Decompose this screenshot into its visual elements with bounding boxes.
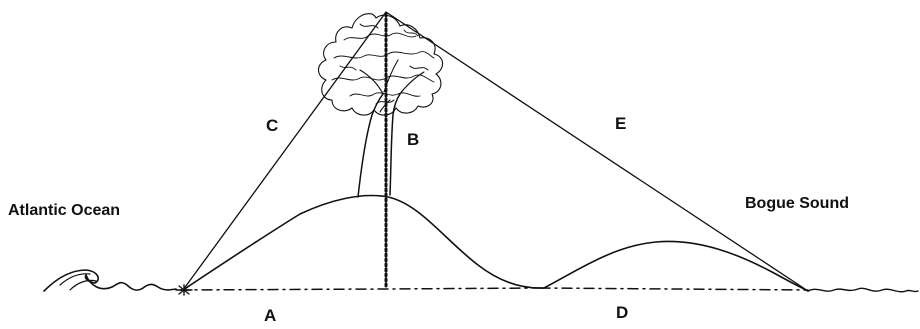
secondary-dune [543,240,809,292]
baseline-a [179,287,541,291]
tree-trunk [357,93,401,198]
ocean-wave [43,269,177,292]
tree-branches [359,59,425,113]
label-d: D [616,303,629,322]
label-bogue-sound: Bogue Sound [745,195,849,212]
baseline-d [539,287,809,291]
label-b: B [407,130,420,149]
ocean-wave-crest [59,273,97,291]
tree-canopy [317,13,444,116]
primary-dune [182,194,545,291]
label-a: A [264,306,277,325]
line-e [385,11,809,292]
line-c [182,11,387,291]
label-c: C [266,116,279,135]
label-atlantic-ocean: Atlantic Ocean [8,202,121,219]
label-e: E [615,114,627,133]
sound-shoreline [807,287,919,293]
survey-marker [175,284,193,296]
